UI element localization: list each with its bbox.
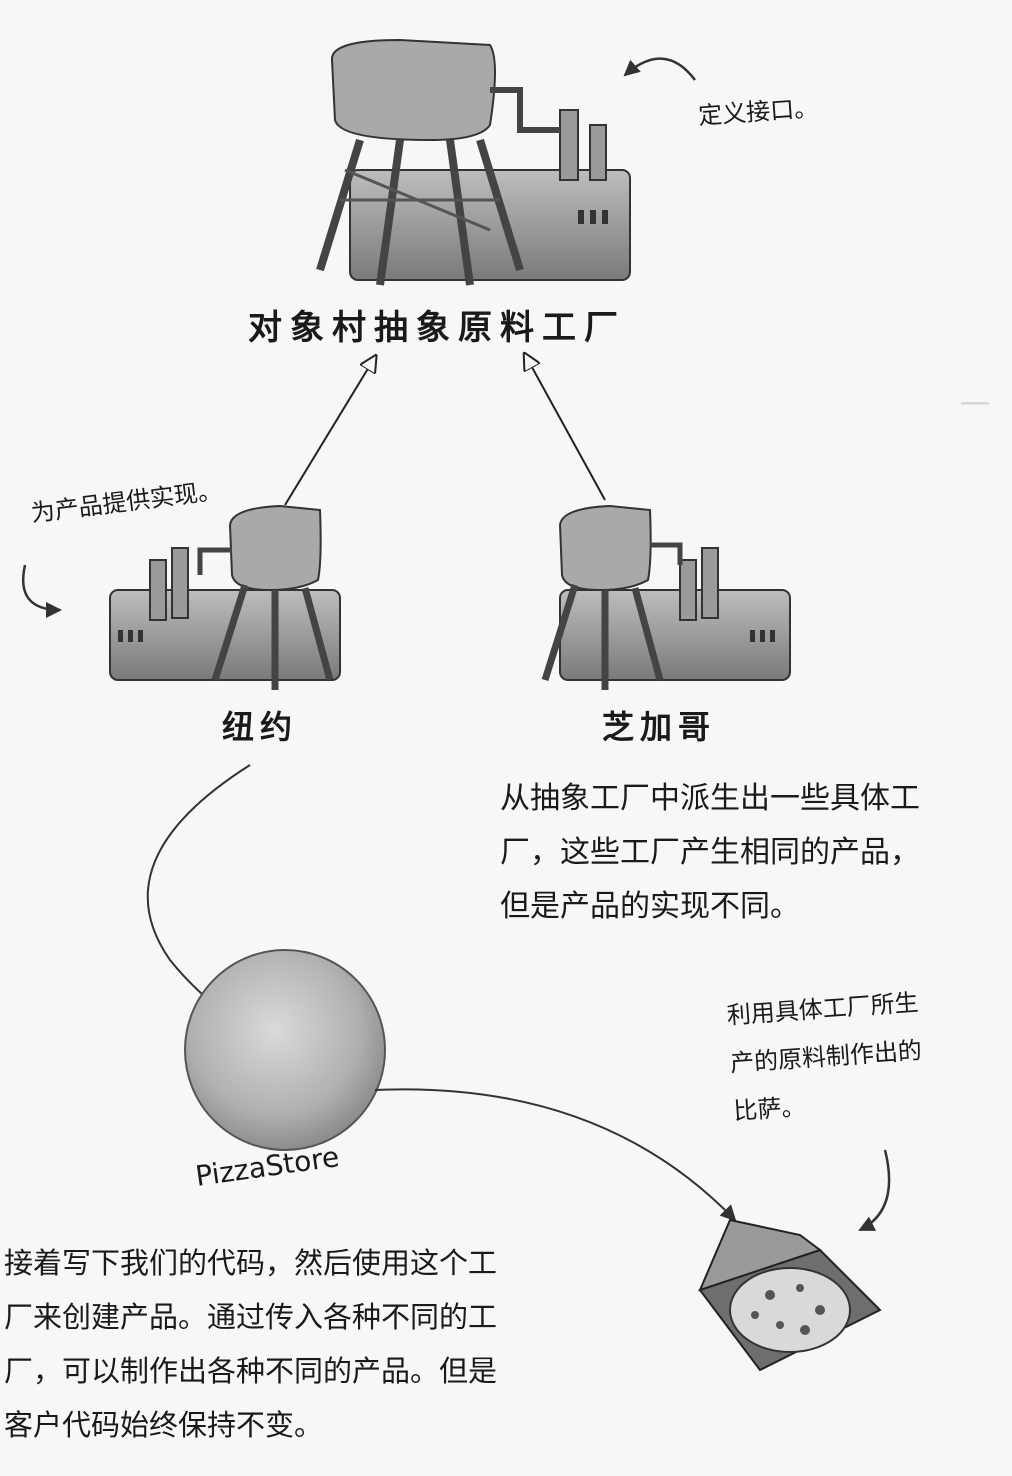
concrete-factory-line: 但是产品的实现不同。 <box>500 889 800 924</box>
pizza-store-icon <box>184 949 386 1151</box>
provide-impl-pointer <box>22 564 62 618</box>
client-code-line: 厂来创建产品。通过传入各种不同的工 <box>4 1300 498 1334</box>
pizza-note: 利用具体工厂所生 产的原料制作出的 比萨。 <box>725 978 927 1135</box>
store-to-pizza-arrow <box>374 1088 737 1222</box>
chicago-inherit-arrow <box>528 360 606 501</box>
pizza-box-icon <box>698 1218 882 1372</box>
abstract-factory-title: 对象村抽象原料工厂 <box>248 308 626 348</box>
city-ny-label: 纽约 <box>222 708 299 746</box>
concrete-factory-paragraph: 从抽象工厂中派生出一些具体工 厂，这些工厂产生相同的产品， 但是产品的实现不同。 <box>500 772 920 934</box>
ny-factory-icon <box>109 504 341 690</box>
pizza-note-pointer <box>858 1149 891 1232</box>
client-code-line: 厂，可以制作出各种不同的产品。但是 <box>4 1354 498 1388</box>
abstract-factory-icon <box>316 38 631 286</box>
ny-inherit-arrow <box>284 362 372 506</box>
chicago-factory-icon <box>541 504 791 690</box>
client-code-line: 接着写下我们的代码，然后使用这个工 <box>4 1246 498 1280</box>
client-code-line: 客户代码始终保持不变。 <box>4 1408 324 1442</box>
define-interface-pointer <box>623 57 696 81</box>
city-chicago-label: 芝加哥 <box>602 708 717 746</box>
concrete-factory-line: 从抽象工厂中派生出一些具体工 <box>500 781 920 816</box>
client-code-paragraph: 接着写下我们的代码，然后使用这个工 厂来创建产品。通过传入各种不同的工 厂，可以… <box>4 1236 497 1452</box>
concrete-factory-line: 厂，这些工厂产生相同的产品， <box>500 835 920 870</box>
